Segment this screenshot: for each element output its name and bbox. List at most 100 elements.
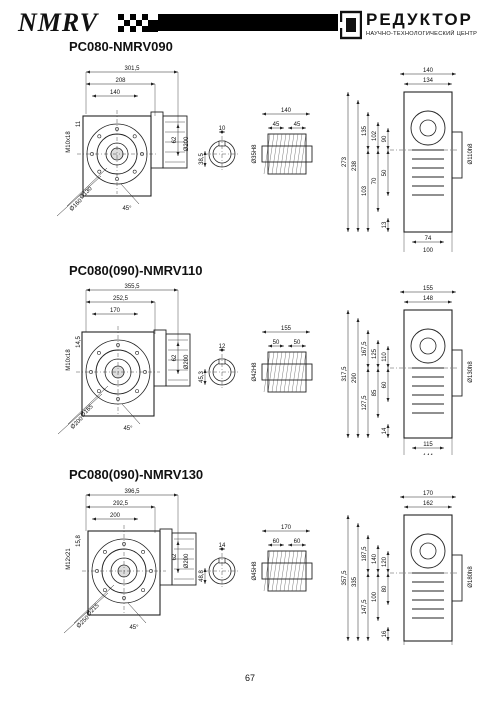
dimension-arrow bbox=[366, 637, 370, 641]
page-number: 67 bbox=[244, 673, 255, 683]
dimension-arrow bbox=[386, 569, 390, 573]
drawing-circle bbox=[97, 351, 101, 355]
dimension-arrow bbox=[356, 228, 360, 232]
drawing-line bbox=[56, 175, 102, 217]
dimension-arrow bbox=[376, 617, 380, 621]
dim-side-width2: 162 bbox=[423, 501, 434, 507]
drawing-outline bbox=[267, 550, 307, 592]
dim-side-v5: 127,5 bbox=[362, 395, 368, 411]
dimension-arrow bbox=[366, 146, 370, 150]
dimension-arrow bbox=[376, 368, 380, 372]
dimension-arrow bbox=[366, 364, 370, 368]
dim-side-height: 357,5 bbox=[342, 570, 348, 586]
dimension-arrow bbox=[366, 150, 370, 154]
dimension-arrow bbox=[386, 551, 390, 555]
drawing-line bbox=[73, 584, 115, 624]
dimension-arrow bbox=[346, 434, 350, 438]
dimension-arrow bbox=[386, 346, 390, 350]
dim-side-v6: 85 bbox=[372, 389, 378, 396]
dim-side-height: 317,5 bbox=[342, 366, 348, 382]
dim-hollow-bore: Ø42H8 bbox=[252, 362, 258, 382]
drawing-outline bbox=[165, 333, 191, 387]
dim-side-v7: 60 bbox=[382, 381, 388, 388]
dimension-arrow bbox=[386, 146, 390, 150]
dimension-arrow bbox=[386, 228, 390, 232]
dimension-arrow bbox=[134, 517, 138, 521]
dim-hollow-a: 60 bbox=[273, 539, 280, 545]
dimension-arrow bbox=[221, 547, 225, 551]
dim-motor-length: 62 bbox=[172, 136, 178, 143]
drawing-line bbox=[299, 550, 307, 592]
dim-side-v4: 110 bbox=[382, 352, 388, 362]
dimension-arrow bbox=[440, 240, 444, 244]
drawing-line bbox=[120, 183, 140, 205]
dim-overall-length: 396,5 bbox=[124, 489, 140, 495]
dimension-arrow bbox=[346, 92, 350, 96]
dim-hollow-b: 50 bbox=[294, 340, 301, 346]
drawing-line bbox=[283, 133, 291, 175]
brand-logo-reduktor: РЕДУКТОР НАУЧНО-ТЕХНОЛОГИЧЕСКИЙ ЦЕНТР bbox=[340, 10, 486, 44]
dimension-arrow bbox=[386, 192, 390, 196]
dimension-arrow bbox=[262, 112, 266, 116]
dim-key-width: 10 bbox=[219, 126, 226, 132]
dimension-arrow bbox=[356, 318, 360, 322]
dimension-arrow bbox=[376, 545, 380, 549]
dimension-arrow bbox=[366, 112, 370, 116]
reduktor-emblem-icon bbox=[340, 10, 362, 40]
drawing-line bbox=[263, 133, 271, 175]
drawing-line bbox=[67, 385, 109, 425]
dimension-arrow bbox=[86, 300, 90, 304]
dim-side-v6: 100 bbox=[372, 591, 378, 602]
dimension-arrow bbox=[151, 300, 155, 304]
dim-side-v7: 80 bbox=[382, 585, 388, 592]
dimension-arrow bbox=[268, 543, 272, 547]
drawing-outline bbox=[403, 91, 453, 233]
dim-hollow-bore: Ø45H8 bbox=[252, 561, 258, 581]
drawing-line bbox=[66, 167, 108, 207]
dim-angle: 45° bbox=[122, 206, 132, 212]
drawing-circle bbox=[141, 550, 145, 554]
dim-side-v4: 120 bbox=[382, 556, 388, 567]
drawing-circle bbox=[419, 119, 437, 137]
dimension-arrow bbox=[268, 126, 272, 130]
dimension-arrow bbox=[221, 348, 225, 352]
dimension-arrow bbox=[203, 568, 207, 572]
dimension-arrow bbox=[386, 218, 390, 222]
brand-right-word: РЕДУКТОР bbox=[366, 10, 473, 29]
dim-key-height: 38,5 bbox=[199, 153, 205, 165]
dim-tap: M10x18 bbox=[66, 131, 72, 153]
dim-motor-length: 62 bbox=[172, 354, 178, 361]
dimension-arrow bbox=[386, 637, 390, 641]
dim-side-v5: 147,5 bbox=[362, 599, 368, 615]
dim-side-v1: 335 bbox=[352, 576, 358, 587]
dimension-arrow bbox=[400, 495, 404, 499]
dim-key-width: 14 bbox=[219, 543, 226, 549]
dimension-arrow bbox=[92, 94, 96, 98]
drawing-line bbox=[295, 351, 303, 393]
drawing-line bbox=[279, 550, 287, 592]
dim-key-height: 45,3 bbox=[199, 371, 205, 383]
dim-side-v3: 102 bbox=[372, 130, 378, 141]
drawing-outline bbox=[150, 111, 164, 169]
drawing-circle bbox=[410, 110, 446, 146]
dimension-arrow bbox=[92, 312, 96, 316]
brand-logo-nmrv: NMRV bbox=[18, 8, 99, 37]
dimension-arrow bbox=[412, 446, 416, 450]
drawing-circle bbox=[115, 177, 119, 181]
dimension-arrow bbox=[174, 493, 178, 497]
drawing-circle bbox=[97, 389, 101, 393]
dimension-arrow bbox=[376, 364, 380, 368]
dimension-arrow bbox=[86, 70, 90, 74]
dim-side-width2: 134 bbox=[423, 78, 434, 84]
section-title-nmrv130: PC080(090)-NMRV130 bbox=[69, 467, 204, 482]
dim-hollow-width: 170 bbox=[281, 525, 292, 531]
drawing-circle bbox=[419, 337, 437, 355]
dim-mid-length: 292,5 bbox=[113, 501, 129, 507]
dim-overall-length: 355,5 bbox=[124, 284, 140, 290]
dim-side-width1: 155 bbox=[423, 286, 434, 292]
dimension-arrow bbox=[356, 434, 360, 438]
dimension-arrow bbox=[386, 434, 390, 438]
drawing-line bbox=[299, 351, 307, 393]
drawing-circle bbox=[97, 169, 102, 174]
